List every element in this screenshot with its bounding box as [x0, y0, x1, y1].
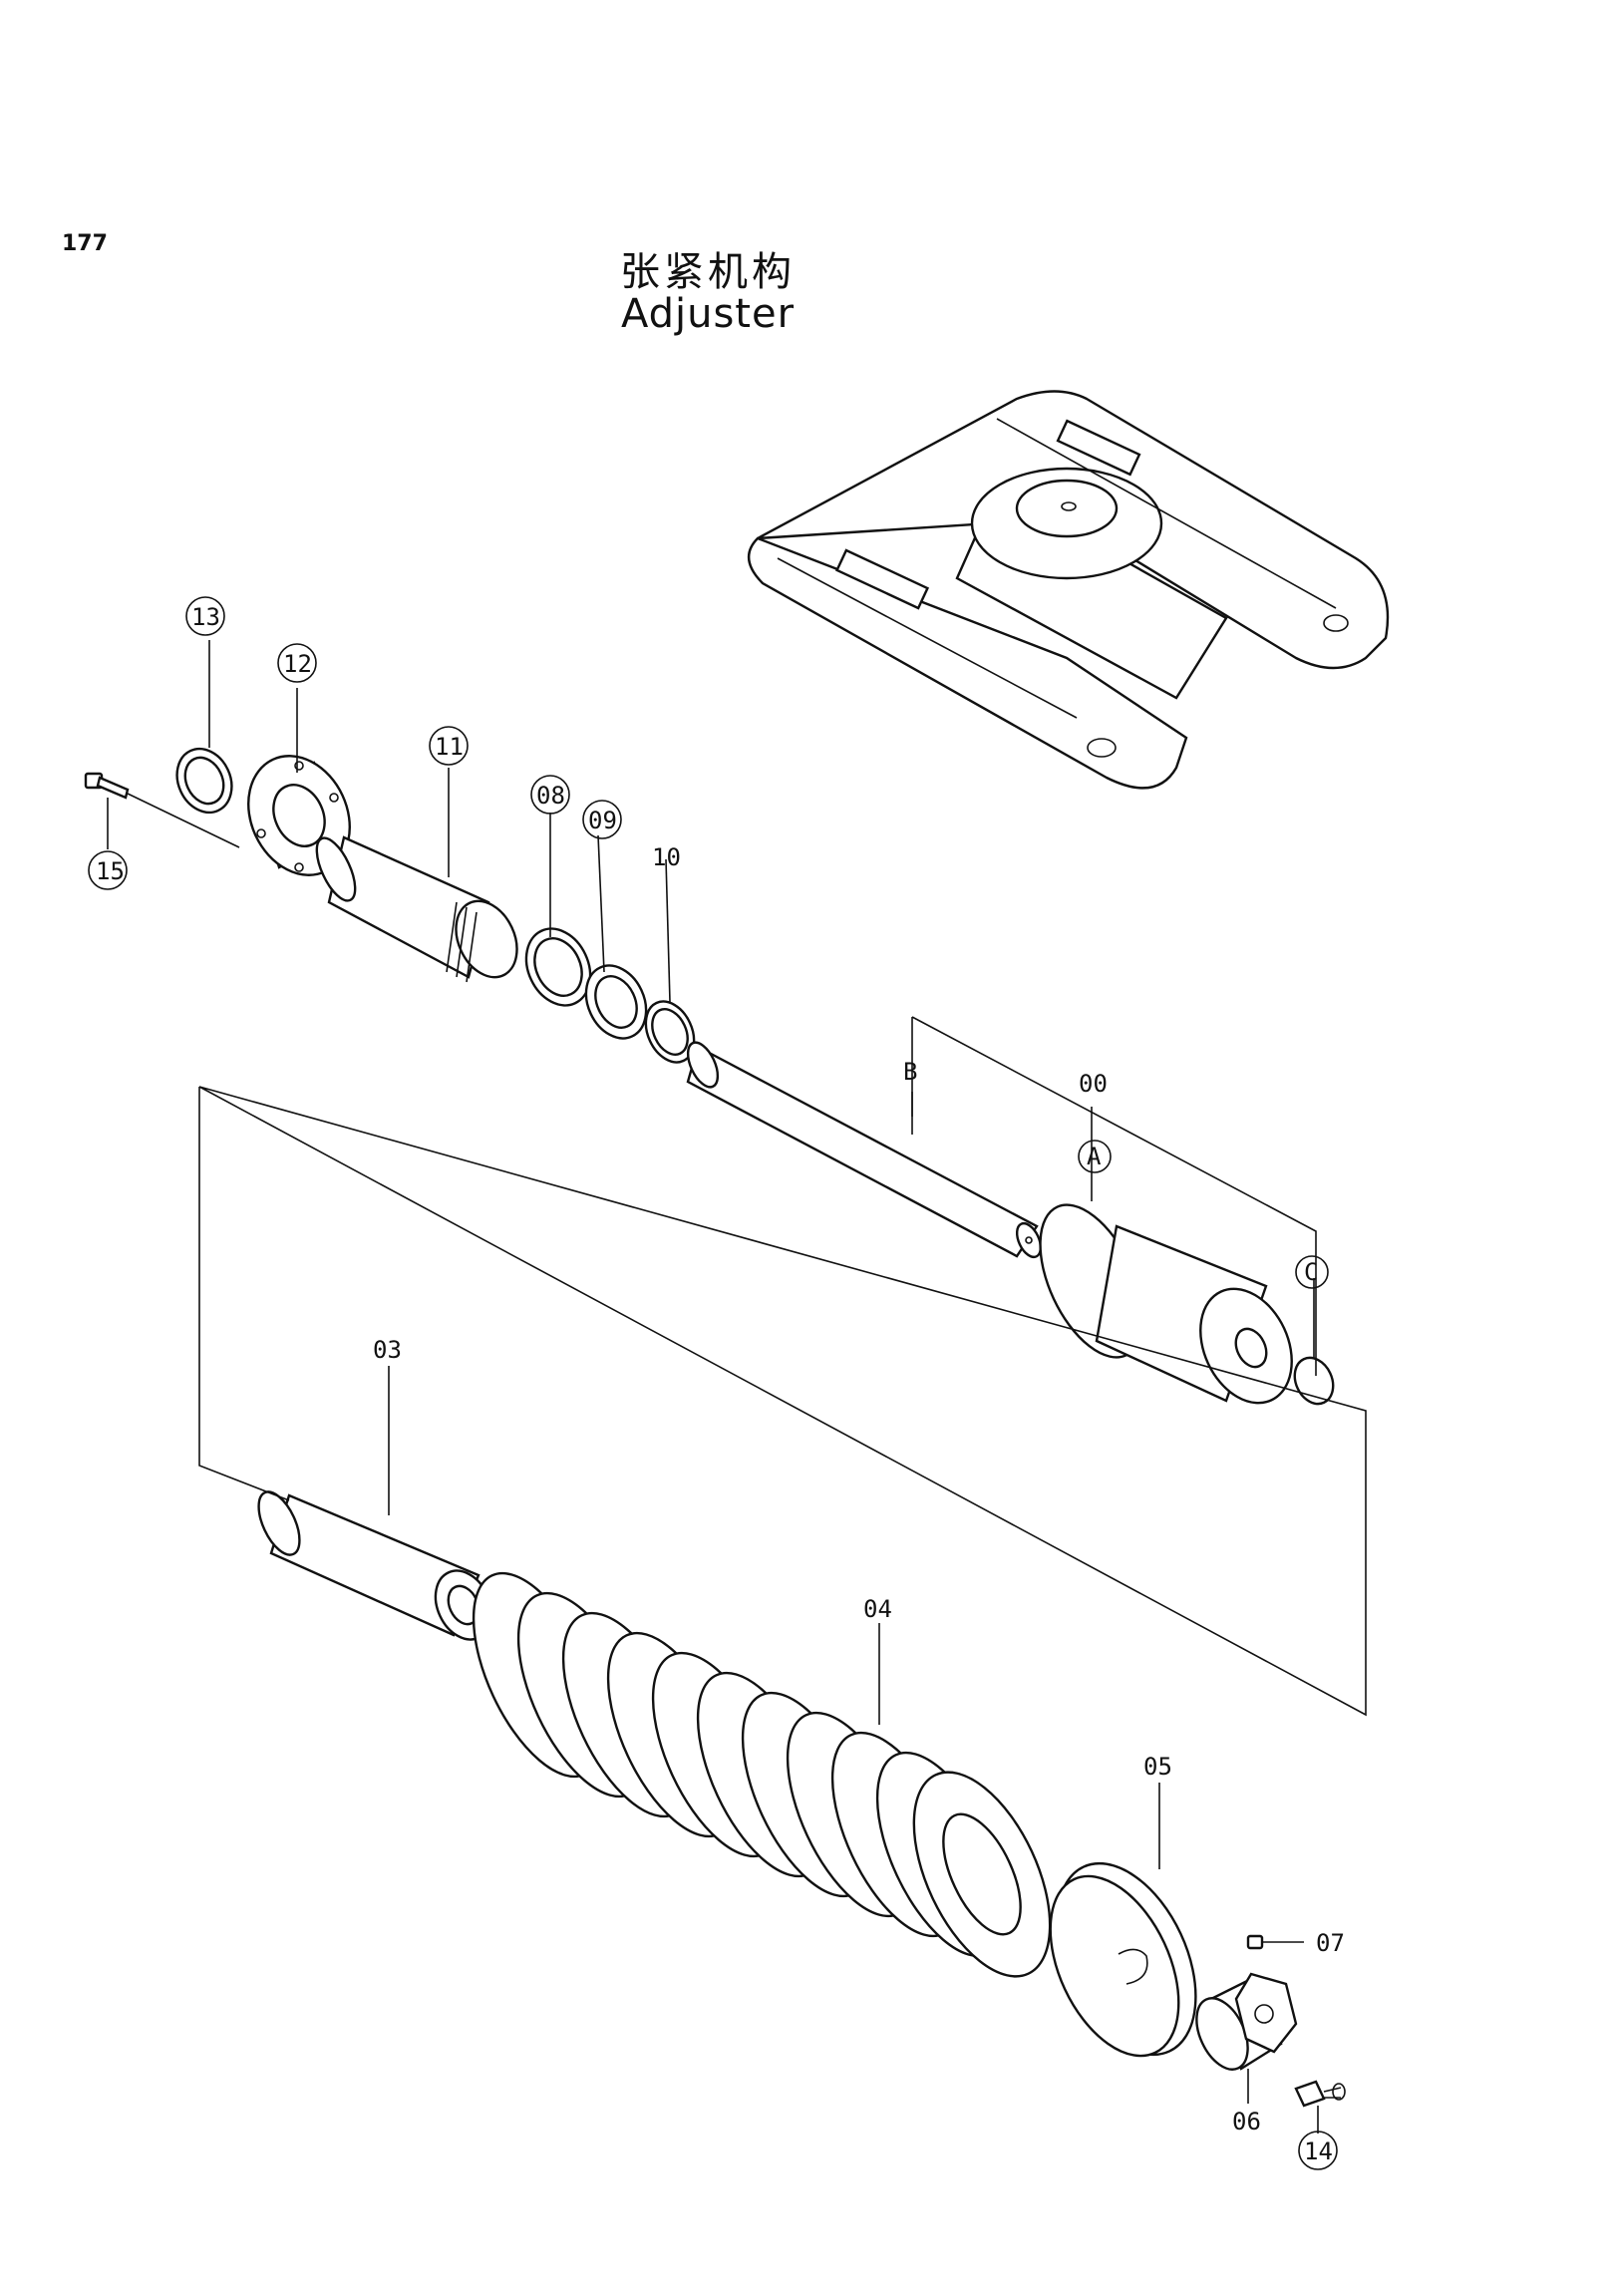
coil-spring-part-04: [472, 1571, 1052, 1978]
label-part-14: 15: [96, 857, 125, 885]
label-part-05: 05: [1143, 1753, 1172, 1781]
cylinder-body-part-00: [1039, 1203, 1293, 1405]
label-callout-C: C: [1304, 1258, 1318, 1286]
callout-circles: [88, 596, 1338, 2170]
seal-part-09: [584, 964, 648, 1040]
plug-part-15: [1294, 2080, 1346, 2108]
grease-fitting-part-07: [1246, 1934, 1304, 1950]
label-part-B: B: [903, 1058, 917, 1086]
label-part-13: 13: [191, 603, 220, 631]
leader-lines: [107, 640, 1319, 2133]
label-callout-A: A: [1087, 1143, 1102, 1170]
ring-part-08: [524, 927, 592, 1007]
label-part-08: 08: [536, 782, 565, 810]
label-part-15: 14: [1304, 2137, 1333, 2165]
snap-ring-part-10: [644, 1000, 696, 1064]
label-part-04: 04: [863, 1595, 892, 1623]
title-chinese: 张紧机构: [620, 249, 796, 295]
seal-ring-part-13: [175, 747, 233, 815]
rod-part-B: [686, 1041, 1043, 1259]
label-part-10: 10: [652, 843, 681, 871]
nut-part-06: [1195, 1972, 1298, 2071]
spring-seat-part-05: [1049, 1861, 1197, 2058]
label-part-00: 00: [1079, 1070, 1108, 1098]
label-part-12: 12: [283, 650, 312, 678]
label-part-11: 11: [435, 733, 464, 761]
spacer-tube-part-03: [257, 1490, 493, 1641]
label-part-09: 09: [588, 807, 617, 834]
bolt-part-14: [84, 772, 240, 848]
cylinder-part-11: [315, 835, 518, 983]
o-ring-part-C: [1293, 1356, 1335, 1406]
label-part-06: 06: [1232, 2108, 1261, 2135]
label-part-03: 03: [373, 1336, 402, 1364]
label-part-07: 07: [1316, 1929, 1345, 1957]
assembly-bracket-lines: [198, 1016, 1367, 1717]
track-frame-illustration: [748, 390, 1390, 790]
title-english: Adjuster: [620, 291, 796, 337]
page-number: 177: [62, 231, 108, 256]
